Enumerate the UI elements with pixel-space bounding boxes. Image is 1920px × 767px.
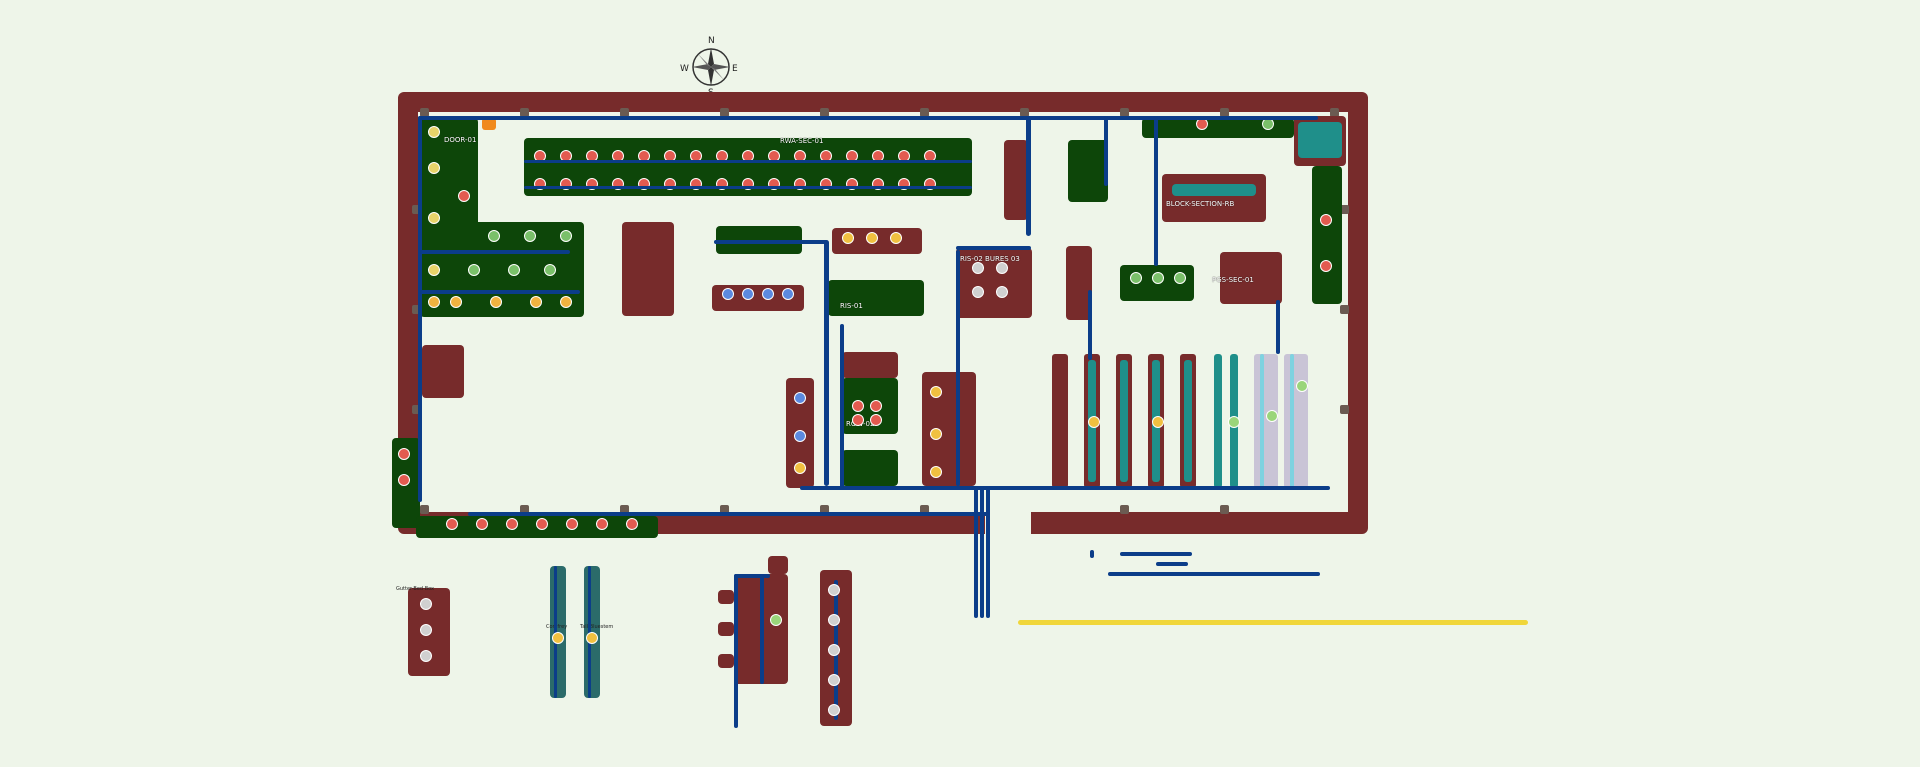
bed-r-corner-inner [1298,122,1342,158]
bed-m4 [1068,140,1108,202]
compass-w: W [680,64,689,74]
bed-m1 [956,248,1032,318]
outside-bed-8 [768,556,788,574]
middle-maroon-label: RIS-02 BURES 03 [960,255,1020,263]
outside-bed-7 [718,654,734,668]
left-bed-label: DOOR-01 [444,136,477,144]
outside-bed-3-label: Tall Bluestem [580,624,614,630]
outside-bed-6 [718,622,734,636]
right-block-label: BLOCK-SECTION-RB [1166,200,1235,208]
maroon-block-1 [622,222,674,316]
bed-r-block-inner [1172,184,1256,196]
bed-m5 [842,352,898,378]
maroon-block-2 [422,345,464,398]
compass-n: N [708,36,715,46]
orange-container [482,118,496,130]
bed-r-mid2 [1220,252,1282,304]
bed-r-top [1142,118,1294,138]
top-bed-label: RWA-SEC-01 [780,137,824,145]
bed-m7 [842,450,898,486]
bed-r-side [1312,166,1342,304]
compass-e: E [732,64,738,74]
wall-gap [985,512,1031,536]
right-mid-label: PGS-SEC-01 [1212,276,1254,284]
left-bed-horizontal [420,222,584,317]
outside-bed-5 [718,590,734,604]
bed-m2 [1066,246,1092,320]
outside-bed-1-label: Gutter-Bed-Box [396,586,435,592]
center-green-label: RIS-01 [840,302,863,310]
bed-m3 [1004,140,1028,220]
bed-c4 [828,280,924,316]
bed-r-block [1162,174,1266,222]
compass-rose-icon: N E S W [680,36,738,98]
